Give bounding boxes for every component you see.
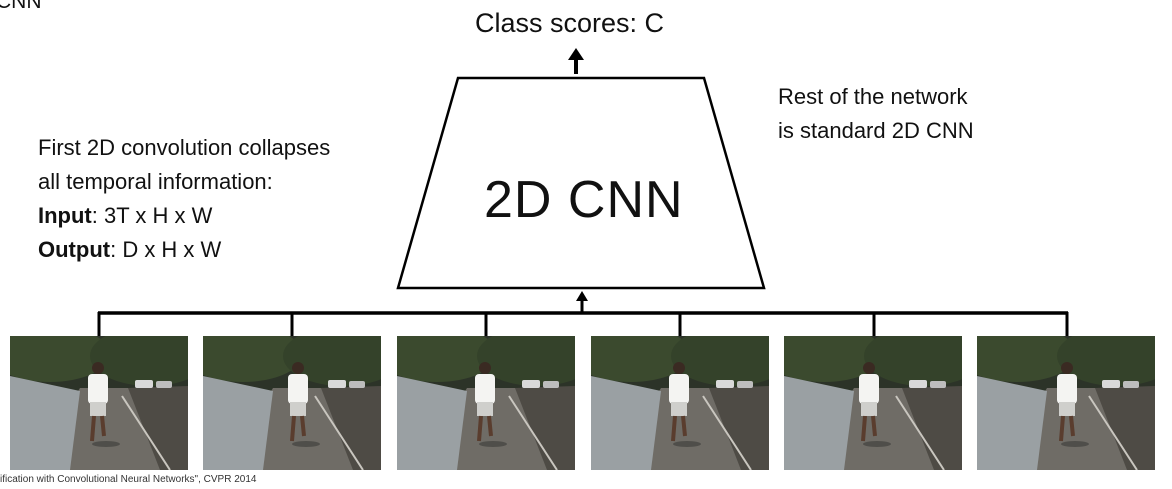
cnn-label: 2D CNN	[484, 171, 684, 229]
output-value: : D x H x W	[110, 237, 222, 262]
class-scores-label: Class scores: C	[475, 8, 665, 38]
cnn-trapezoid	[396, 76, 766, 290]
video-frame-6	[977, 336, 1155, 470]
output-key: Output	[38, 237, 111, 262]
video-frame-1	[10, 336, 188, 470]
left-note-line-2: all temporal information:	[38, 169, 273, 194]
citation: ification with Convolutional Neural Netw…	[0, 474, 257, 485]
rest-note-line-1: Rest of the network	[778, 84, 968, 109]
input-shape-line: Input: 3T x H x W	[38, 199, 330, 233]
input-arrow-head	[576, 291, 588, 301]
video-frame-4	[591, 336, 769, 470]
rest-of-network-note: Rest of the network is standard 2D CNN	[778, 80, 974, 148]
left-note-line-1: First 2D convolution collapses	[38, 135, 331, 160]
rest-note-line-2: is standard 2D CNN	[778, 118, 974, 143]
video-frame-2	[203, 336, 381, 470]
input-key: Input	[38, 203, 92, 228]
output-shape-line: Output: D x H x W	[38, 233, 330, 267]
video-frame-3	[397, 336, 575, 470]
corner-title-fragment: CNN	[0, 0, 42, 13]
first-conv-note: First 2D convolution collapses all tempo…	[38, 131, 330, 267]
input-value: : 3T x H x W	[91, 203, 213, 228]
output-arrow-head	[568, 48, 584, 60]
video-frame-5	[784, 336, 962, 470]
